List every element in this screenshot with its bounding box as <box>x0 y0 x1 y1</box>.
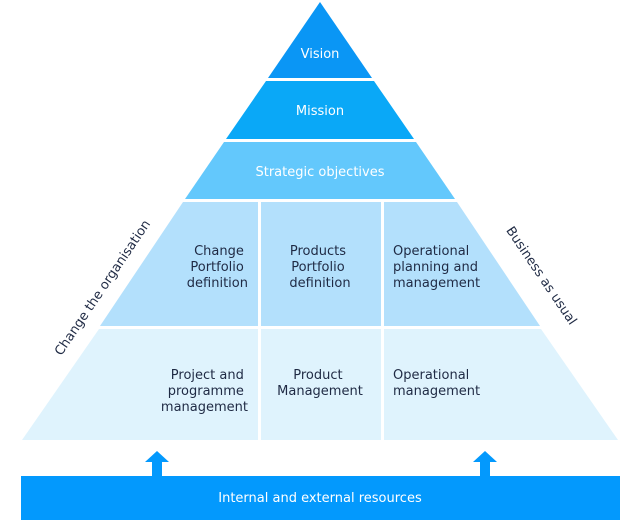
change-portfolio-line: Change <box>194 244 244 259</box>
operational-management-line: Operational <box>393 368 469 383</box>
resources-bar <box>21 476 620 520</box>
products-portfolio-line: definition <box>289 276 350 291</box>
cell-operational-planning <box>384 202 540 326</box>
mission-label: Mission <box>296 104 344 119</box>
change-portfolio-line: Portfolio <box>190 260 244 275</box>
products-portfolio-line: Products <box>290 244 346 259</box>
product-management-line: Product <box>293 368 342 383</box>
cell-project-programme-management <box>22 329 258 440</box>
cell-operational-management <box>384 329 618 440</box>
operational-management-label: Operational management <box>393 368 480 399</box>
product-management-label: Product Management <box>277 368 363 399</box>
project-programme-label: Project and programme management <box>161 368 248 415</box>
cell-change-portfolio-definition <box>100 202 258 326</box>
tier-mission <box>226 81 414 139</box>
change-portfolio-label: Change Portfolio definition <box>187 244 248 291</box>
strategic-objectives-label: Strategic objectives <box>255 165 384 180</box>
project-programme-line: Project and <box>171 368 244 383</box>
project-programme-line: programme <box>168 384 244 399</box>
operational-planning-line: management <box>393 276 480 291</box>
operational-management-line: management <box>393 384 480 399</box>
products-portfolio-label: Products Portfolio definition <box>289 244 350 291</box>
cell-product-management <box>261 329 381 440</box>
tier-vision <box>268 2 372 78</box>
project-programme-line: management <box>161 400 248 415</box>
cell-products-portfolio-definition <box>261 202 381 326</box>
tier-strategic-objectives <box>185 142 455 199</box>
operational-planning-label: Operational planning and management <box>393 244 482 291</box>
resources-bar-label: Internal and external resources <box>218 491 422 506</box>
arrow-up-icon <box>473 451 497 477</box>
operational-planning-line: planning and <box>393 260 478 275</box>
products-portfolio-line: Portfolio <box>291 260 345 275</box>
vision-label: Vision <box>301 47 340 62</box>
operational-planning-line: Operational <box>393 244 469 259</box>
arrow-up-icon <box>145 451 169 477</box>
change-portfolio-line: definition <box>187 276 248 291</box>
product-management-line: Management <box>277 384 363 399</box>
